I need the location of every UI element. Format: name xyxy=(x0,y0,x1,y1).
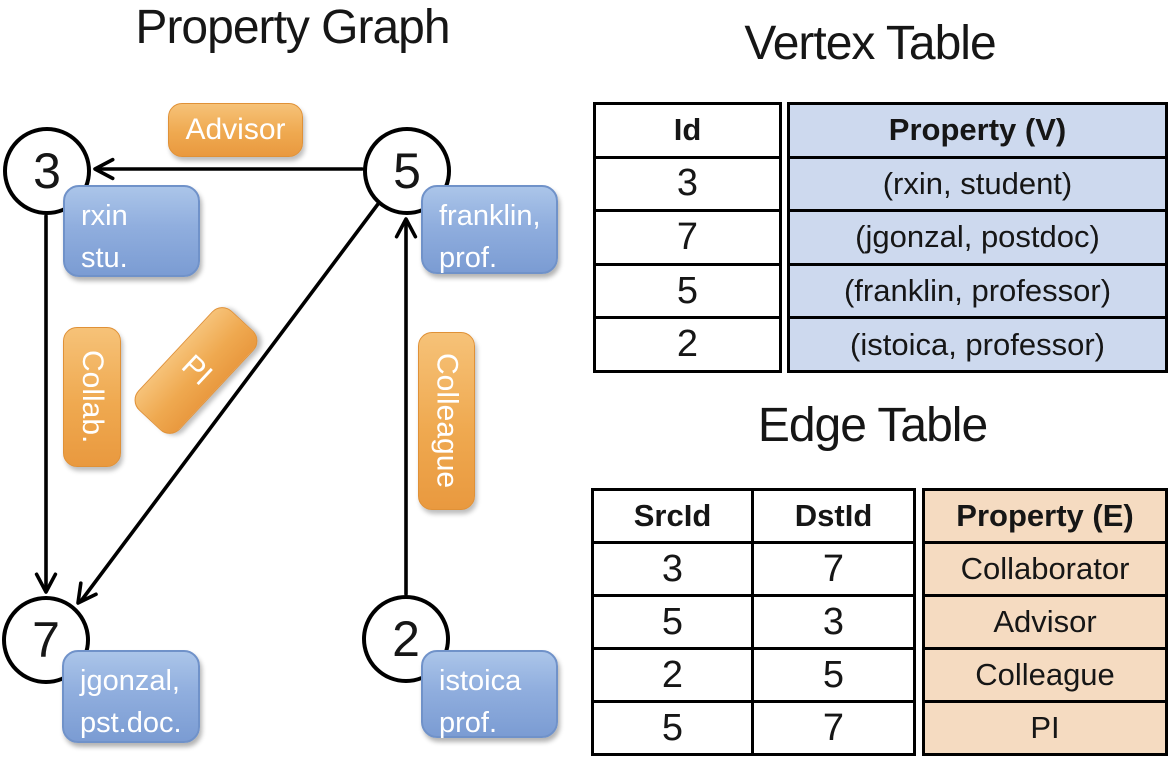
vertex-property-line2: stu. xyxy=(81,242,128,275)
vertex-table-id-column: Id 3 7 5 2 xyxy=(593,102,782,373)
edge-label-advisor: Advisor xyxy=(168,103,303,157)
vertex-table-id-cell: 7 xyxy=(596,209,779,263)
edge-table-id-columns: SrcId DstId 3 7 5 3 2 5 5 7 xyxy=(591,488,916,756)
edge-label-text: Collab. xyxy=(76,350,109,444)
vertex-table-property-header: Property (V) xyxy=(888,112,1067,148)
vertex-property-line1: franklin, xyxy=(439,200,541,232)
vertex-node-2: 2 xyxy=(362,595,450,683)
edge-table-srcid-cell: 3 xyxy=(594,544,754,594)
vertex-property-box-jgonzal: jgonzal, pst.doc. xyxy=(62,650,200,743)
vertex-table-property-cell: (rxin, student) xyxy=(790,155,1165,210)
edge-table-title: Edge Table xyxy=(757,399,988,452)
vertex-id-label: 2 xyxy=(392,611,420,667)
vertex-id-label: 7 xyxy=(32,612,60,668)
edge-colleague-arrow xyxy=(394,217,418,596)
vertex-id-label: 5 xyxy=(393,143,421,199)
edge-label-text: Colleague xyxy=(430,353,464,489)
vertex-property-line2: prof. xyxy=(439,242,498,275)
edge-table-property-cell: Collaborator xyxy=(925,541,1165,594)
edge-label-text: PI xyxy=(174,348,218,392)
vertex-property-box-rxin: rxin stu. xyxy=(63,185,200,277)
edge-table-dstid-cell: 7 xyxy=(822,547,845,590)
edge-table-dstid-header: DstId xyxy=(794,498,873,533)
property-graph-title: Property Graph xyxy=(135,1,450,54)
edge-table-property-column: Property (E) Collaborator Advisor Collea… xyxy=(922,488,1168,756)
vertex-table-property-cell: (franklin, professor) xyxy=(790,262,1165,317)
edge-table-dstid-cell: 5 xyxy=(822,653,845,696)
vertex-property-line1: istoica xyxy=(439,665,522,697)
edge-table-dstid-cell: 3 xyxy=(822,600,845,643)
vertex-table-id-cell: 5 xyxy=(596,262,779,317)
vertex-property-box-franklin: franklin, prof. xyxy=(421,185,558,274)
graph-edges-svg xyxy=(34,157,418,605)
edge-label-text: Advisor xyxy=(185,113,286,146)
edge-table-dstid-cell: 7 xyxy=(822,706,845,749)
vertex-table-property-cell: (istoica, professor) xyxy=(790,316,1165,370)
edge-table-srcid-cell: 2 xyxy=(594,650,754,700)
edge-label-collab: Collab. xyxy=(63,327,121,467)
edge-pi-arrow xyxy=(76,202,380,605)
edge-table-property-cell: Advisor xyxy=(925,594,1165,647)
vertex-property-line2: prof. xyxy=(439,707,498,740)
edge-table-srcid-cell: 5 xyxy=(594,703,754,753)
edge-table-srcid-cell: 5 xyxy=(594,597,754,647)
edge-collab-arrow xyxy=(34,214,58,594)
vertex-table-property-cell: (jgonzal, postdoc) xyxy=(790,209,1165,263)
vertex-table-id-header: Id xyxy=(673,112,702,148)
vertex-property-line1: jgonzal, xyxy=(80,665,180,697)
vertex-table-property-column: Property (V) (rxin, student) (jgonzal, p… xyxy=(787,102,1168,373)
edge-advisor-arrow xyxy=(93,157,364,181)
edge-label-colleague: Colleague xyxy=(418,332,475,510)
vertex-table-id-cell: 3 xyxy=(596,155,779,210)
vertex-property-line2: pst.doc. xyxy=(80,707,182,740)
edge-table-property-cell: Colleague xyxy=(925,647,1165,700)
vertex-table-title: Vertex Table xyxy=(744,17,996,70)
vertex-table-id-cell: 2 xyxy=(596,316,779,370)
vertex-property-box-istoica: istoica prof. xyxy=(421,650,558,739)
vertex-id-label: 3 xyxy=(33,143,61,199)
edge-table-srcid-header: SrcId xyxy=(594,491,754,541)
vertex-property-line1: rxin xyxy=(81,200,128,232)
edge-table-property-header: Property (E) xyxy=(956,498,1134,533)
edge-table-property-cell: PI xyxy=(925,700,1165,753)
